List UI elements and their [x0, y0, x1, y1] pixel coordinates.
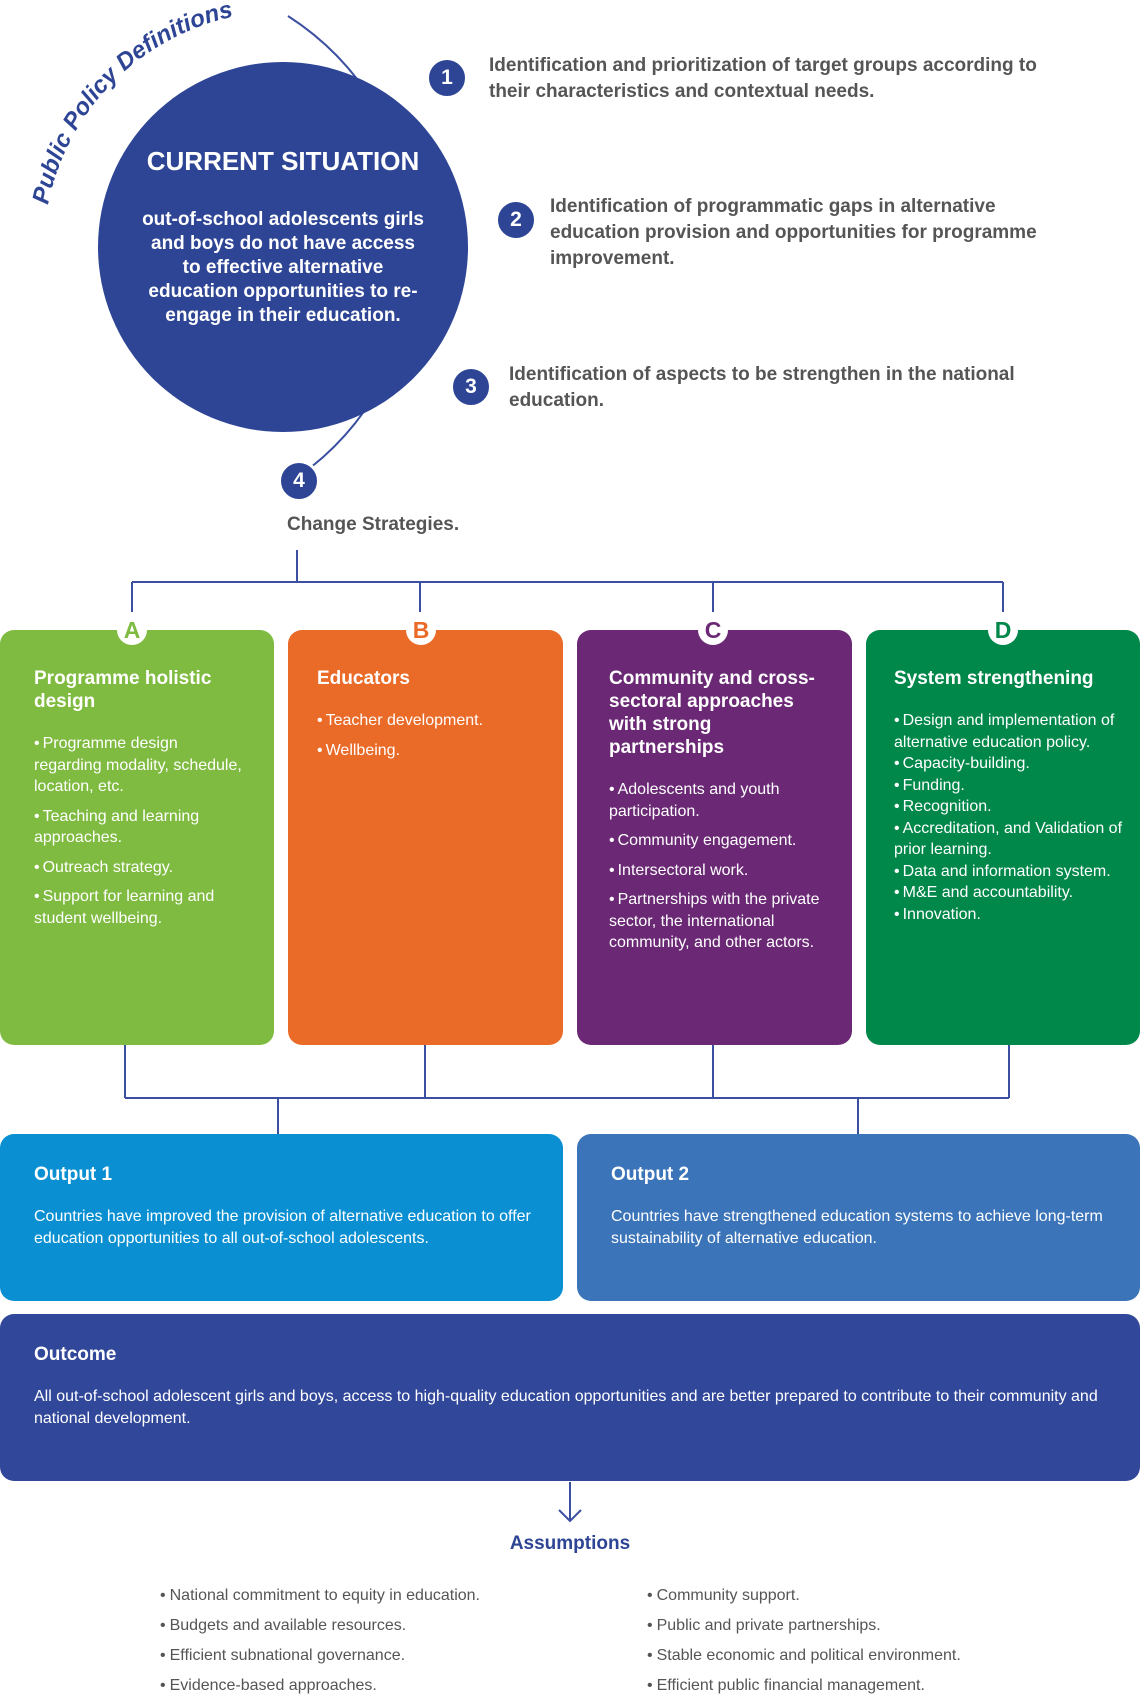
list-item: Evidence-based approaches. [160, 1677, 480, 1707]
list-item: Wellbeing. [317, 740, 543, 762]
list-item: Community support. [647, 1587, 961, 1617]
output-1-title: Output 1 [34, 1164, 113, 1185]
definition-number-2: 2 [495, 199, 537, 241]
strategy-box-c: Community and cross-sectoral approaches … [577, 630, 852, 1045]
strategy-title: Programme holistic design [34, 668, 212, 712]
strategy-box-a: Programme holistic design Programme desi… [0, 630, 274, 1045]
list-item: Community engagement. [609, 830, 830, 852]
output-1-text: Countries have improved the provision of… [34, 1208, 531, 1247]
list-item: Adolescents and youth participation. [609, 779, 830, 822]
strategy-items: Adolescents and youth participation. Com… [609, 779, 830, 954]
list-item: Teacher development. [317, 710, 543, 732]
list-item: Outreach strategy. [34, 857, 246, 879]
list-item: Efficient subnational governance. [160, 1647, 480, 1677]
strategy-title: System strengthening [894, 668, 1094, 689]
current-situation-text: out-of-school adolescents girls and boys… [142, 209, 424, 326]
output-2-title: Output 2 [611, 1164, 690, 1185]
list-item: Innovation. [894, 904, 1126, 926]
definition-text-3: Identification of aspects to be strength… [509, 364, 1015, 411]
list-item: Data and information system. [894, 861, 1126, 883]
strategy-title: Educators [317, 668, 410, 689]
list-item: Recognition. [894, 796, 1126, 818]
strategy-items: Design and implementation of alternative… [894, 710, 1126, 925]
list-item: Accreditation, and Validation of prior l… [894, 818, 1126, 861]
list-item: Support for learning and student wellbei… [34, 886, 246, 929]
change-strategies-label: Change Strategies. [287, 514, 460, 535]
output-1-box: Output 1 Countries have improved the pro… [0, 1134, 563, 1301]
list-item: Intersectoral work. [609, 860, 830, 882]
current-situation-title: CURRENT SITUATION [146, 146, 420, 176]
current-situation-circle: CURRENT SITUATION out-of-school adolesce… [98, 62, 468, 432]
definition-text-2: Identification of programmatic gaps in a… [550, 196, 1037, 269]
definition-number-3: 3 [450, 366, 492, 408]
list-item: Teaching and learning approaches. [34, 806, 246, 849]
strategy-letter-a: A [117, 615, 147, 645]
output-2-box: Output 2 Countries have strengthened edu… [577, 1134, 1140, 1301]
list-item: Public and private partnerships. [647, 1617, 961, 1647]
outcome-title: Outcome [34, 1344, 117, 1365]
outcome-text: All out-of-school adolescent girls and b… [34, 1388, 1098, 1427]
list-item: Stable economic and political environmen… [647, 1647, 961, 1677]
list-item: Budgets and available resources. [160, 1617, 480, 1647]
list-item: Efficient public financial management. [647, 1677, 961, 1707]
assumptions-left-list: National commitment to equity in educati… [160, 1587, 480, 1707]
list-item: National commitment to equity in educati… [160, 1587, 480, 1617]
list-item: Programme design regarding modality, sch… [34, 733, 246, 798]
definition-number-1: 1 [426, 57, 468, 99]
strategy-letter-c: C [698, 615, 728, 645]
strategy-box-d: System strengthening Design and implemen… [866, 630, 1140, 1045]
list-item: Partnerships with the private sector, th… [609, 889, 830, 954]
strategy-letter-d: D [988, 615, 1018, 645]
strategy-letter-b: B [406, 615, 436, 645]
strategy-box-b: Educators Teacher development. Wellbeing… [288, 630, 563, 1045]
assumptions-right-list: Community support. Public and private pa… [647, 1587, 961, 1707]
strategy-title: Community and cross-sectoral approaches … [609, 668, 815, 758]
list-item: Capacity-building. [894, 753, 1126, 775]
definition-number-4: 4 [278, 460, 320, 502]
assumptions-title: Assumptions [509, 1533, 631, 1554]
strategy-items: Programme design regarding modality, sch… [34, 733, 246, 929]
strategy-items: Teacher development. Wellbeing. [317, 710, 543, 761]
output-2-text: Countries have strengthened education sy… [611, 1208, 1103, 1247]
list-item: Funding. [894, 775, 1126, 797]
list-item: Design and implementation of alternative… [894, 710, 1126, 753]
outcome-box: Outcome All out-of-school adolescent gir… [0, 1314, 1140, 1481]
list-item: M&E and accountability. [894, 882, 1126, 904]
definition-text-1: Identification and prioritization of tar… [489, 55, 1037, 102]
